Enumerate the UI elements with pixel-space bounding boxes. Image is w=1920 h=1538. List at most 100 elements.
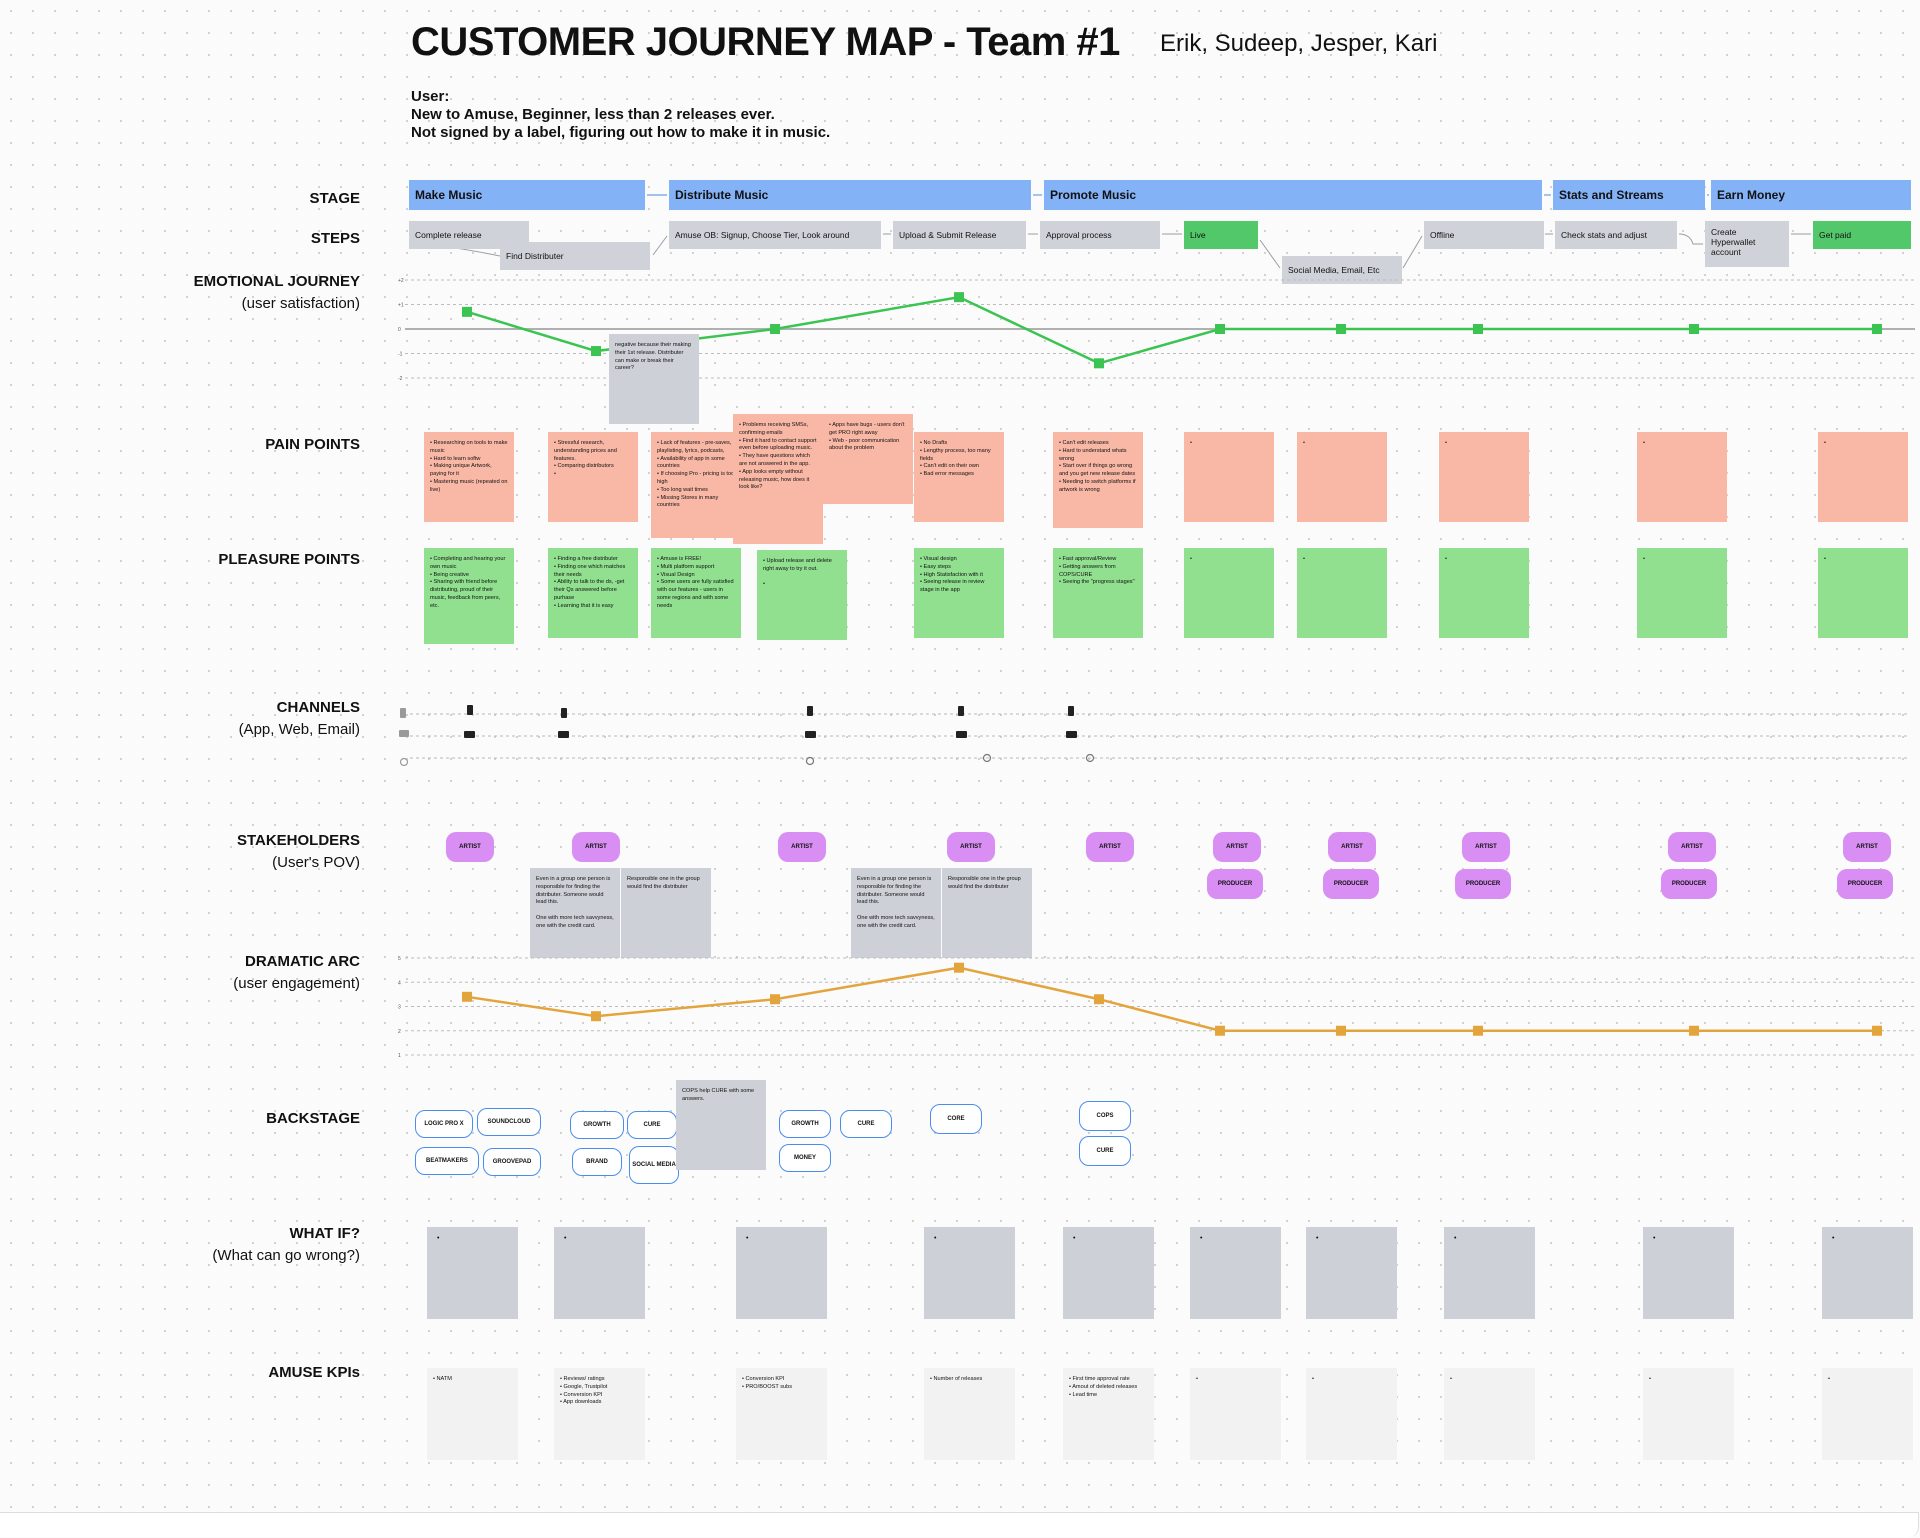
stakeholder-artist[interactable]: ARTIST <box>1462 832 1510 862</box>
whatif-note[interactable]: • <box>1643 1227 1734 1319</box>
kpi-note[interactable]: • NATM <box>427 1368 518 1460</box>
stakeholder-artist[interactable]: ARTIST <box>1668 832 1716 862</box>
kpi-note[interactable]: • Number of releases <box>924 1368 1015 1460</box>
backstage-tag[interactable]: SOCIAL MEDIA <box>629 1146 679 1184</box>
pain-point-note[interactable]: • Lack of features - pre-saves, playlist… <box>651 432 741 538</box>
pain-point-note[interactable]: • <box>1818 432 1908 522</box>
step-offline[interactable]: Offline <box>1424 221 1544 249</box>
stage-distribute-music[interactable]: Distribute Music <box>669 180 1031 210</box>
backstage-tag[interactable]: GROWTH <box>779 1110 831 1138</box>
emotional-note[interactable]: negative because their making their 1st … <box>609 334 699 424</box>
pleasure-point-note[interactable]: • Finding a free distributer • Finding o… <box>548 548 638 638</box>
pleasure-point-note[interactable]: • <box>1297 548 1387 638</box>
pleasure-point-note[interactable]: • Completing and hearing your own music … <box>424 548 514 644</box>
step-upload-submit[interactable]: Upload & Submit Release <box>893 221 1026 249</box>
stakeholder-artist[interactable]: ARTIST <box>1086 832 1134 862</box>
data-point <box>1689 1025 1699 1036</box>
backstage-tag[interactable]: CURE <box>1079 1136 1131 1166</box>
stage-make-music[interactable]: Make Music <box>409 180 645 210</box>
step-live[interactable]: Live <box>1184 221 1258 249</box>
stakeholder-note[interactable]: Even in a group one person is responsibl… <box>851 868 941 958</box>
kpi-note[interactable]: • <box>1306 1368 1397 1460</box>
y-tick-label: -1 <box>398 352 403 358</box>
step-create-hyperwallet[interactable]: Create Hyperwallet account <box>1705 221 1789 267</box>
pleasure-point-note[interactable]: • Amuse is FREE! • Multi platform suppor… <box>651 548 741 638</box>
backstage-tag[interactable]: CURE <box>840 1110 892 1138</box>
backstage-tag[interactable]: GROOVEPAD <box>483 1148 541 1176</box>
pain-point-note[interactable]: • Apps have bugs - users don't get PRO r… <box>823 414 913 504</box>
whatif-note[interactable]: • <box>1444 1227 1535 1319</box>
backstage-tag[interactable]: MONEY <box>779 1144 831 1172</box>
stage-earn-money[interactable]: Earn Money <box>1711 180 1911 210</box>
pleasure-point-note[interactable]: • <box>1637 548 1727 638</box>
stakeholder-artist[interactable]: ARTIST <box>778 832 826 862</box>
backstage-tag[interactable]: BEATMAKERS <box>415 1147 479 1175</box>
whatif-note[interactable]: • <box>427 1227 518 1319</box>
stakeholder-artist[interactable]: ARTIST <box>1328 832 1376 862</box>
stakeholder-artist[interactable]: ARTIST <box>446 832 494 862</box>
pain-point-note[interactable]: • Problems receiving SMSs, confirming em… <box>733 414 823 544</box>
pain-point-note[interactable]: • Can't edit releases • Hard to understa… <box>1053 432 1143 528</box>
pain-point-note[interactable]: • <box>1184 432 1274 522</box>
stage-promote-music[interactable]: Promote Music <box>1044 180 1542 210</box>
step-approval-process[interactable]: Approval process <box>1040 221 1160 249</box>
kpi-note[interactable]: • <box>1643 1368 1734 1460</box>
y-tick-label: -2 <box>398 376 403 382</box>
kpi-note[interactable]: • <box>1822 1368 1913 1460</box>
kpi-note[interactable]: • <box>1190 1368 1281 1460</box>
backstage-tag[interactable]: CORE <box>930 1104 982 1134</box>
pleasure-point-note[interactable]: • Visual design • Easy steps • High Stat… <box>914 548 1004 638</box>
whatif-note[interactable]: • <box>1190 1227 1281 1319</box>
step-find-distributer[interactable]: Find Distributer <box>500 242 650 270</box>
pleasure-point-note[interactable]: • <box>1184 548 1274 638</box>
whatif-note[interactable]: • <box>1822 1227 1913 1319</box>
stakeholder-producer[interactable]: PRODUCER <box>1837 869 1893 899</box>
backstage-tag[interactable]: CURE <box>627 1111 677 1139</box>
stakeholder-artist[interactable]: ARTIST <box>1843 832 1891 862</box>
row-label-subtext: (user engagement) <box>233 975 360 992</box>
data-point <box>591 1011 601 1022</box>
step-get-paid[interactable]: Get paid <box>1813 221 1911 249</box>
row-label-stakeholders: STAKEHOLDERS (User's POV) <box>237 830 360 874</box>
whatif-note[interactable]: • <box>736 1227 827 1319</box>
pleasure-point-note[interactable]: • Fast approval/Review • Getting answers… <box>1053 548 1143 638</box>
web-channel-icon <box>399 730 409 737</box>
pleasure-point-note[interactable]: • <box>1439 548 1529 638</box>
stakeholder-note[interactable]: Responsible one in the group would find … <box>621 868 711 958</box>
step-amuse-onboarding[interactable]: Amuse OB: Signup, Choose Tier, Look arou… <box>669 221 881 249</box>
backstage-tag[interactable]: BRAND <box>572 1148 622 1176</box>
stakeholder-note[interactable]: Even in a group one person is responsibl… <box>530 868 620 958</box>
backstage-tag[interactable]: SOUNDCLOUD <box>477 1108 541 1136</box>
pain-point-note[interactable]: • Researching on tools to make music • H… <box>424 432 514 522</box>
pain-point-note[interactable]: • <box>1297 432 1387 522</box>
backstage-tag[interactable]: LOGIC PRO X <box>415 1110 473 1138</box>
stakeholder-note[interactable]: Responsible one in the group would find … <box>942 868 1032 958</box>
stakeholder-producer[interactable]: PRODUCER <box>1207 869 1263 899</box>
whatif-note[interactable]: • <box>924 1227 1015 1319</box>
backstage-note[interactable]: COPS help CURE with some answers. <box>676 1080 766 1170</box>
stakeholder-producer[interactable]: PRODUCER <box>1661 869 1717 899</box>
stakeholder-artist[interactable]: ARTIST <box>947 832 995 862</box>
backstage-tag[interactable]: GROWTH <box>570 1111 624 1139</box>
pain-point-note[interactable]: • <box>1439 432 1529 522</box>
stakeholder-producer[interactable]: PRODUCER <box>1455 869 1511 899</box>
stakeholder-artist[interactable]: ARTIST <box>1213 832 1261 862</box>
kpi-note[interactable]: • <box>1444 1368 1535 1460</box>
pain-point-note[interactable]: • No Drafts • Lengthy process, too many … <box>914 432 1004 522</box>
kpi-note[interactable]: • First time approval rate • Amout of de… <box>1063 1368 1154 1460</box>
whatif-note[interactable]: • <box>1063 1227 1154 1319</box>
whatif-note[interactable]: • <box>554 1227 645 1319</box>
pleasure-point-note[interactable]: • Upload release and delete right away t… <box>757 550 847 640</box>
stage-stats-and-streams[interactable]: Stats and Streams <box>1553 180 1705 210</box>
whatif-note[interactable]: • <box>1306 1227 1397 1319</box>
kpi-note[interactable]: • Reviews/ ratings • Google, Trustpilot … <box>554 1368 645 1460</box>
stakeholder-artist[interactable]: ARTIST <box>572 832 620 862</box>
stakeholder-producer[interactable]: PRODUCER <box>1323 869 1379 899</box>
pain-point-note[interactable]: • Stressful research, understanding pric… <box>548 432 638 522</box>
backstage-tag[interactable]: COPS <box>1079 1101 1131 1131</box>
step-check-stats[interactable]: Check stats and adjust <box>1555 221 1677 249</box>
pain-point-note[interactable]: • <box>1637 432 1727 522</box>
kpi-note[interactable]: • Conversion KPI • PRO/BOOST subs <box>736 1368 827 1460</box>
step-social-media[interactable]: Social Media, Email, Etc <box>1282 256 1402 284</box>
pleasure-point-note[interactable]: • <box>1818 548 1908 638</box>
